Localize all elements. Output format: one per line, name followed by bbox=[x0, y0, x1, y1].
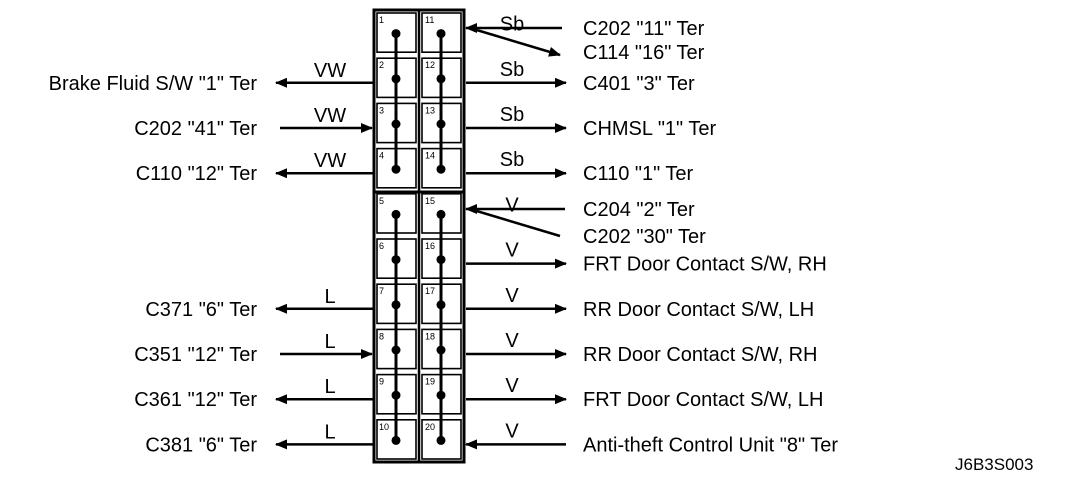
pin-number: 7 bbox=[379, 286, 384, 296]
pin-number: 2 bbox=[379, 60, 384, 70]
connection-label: RR Door Contact S/W, LH bbox=[583, 299, 814, 321]
wire-color-label: Sb bbox=[500, 59, 524, 81]
wire-color-label: V bbox=[505, 330, 519, 352]
pin-number: 9 bbox=[379, 377, 384, 387]
wire-branch bbox=[469, 207, 561, 238]
diagram-code: J6B3S003 bbox=[955, 455, 1033, 474]
pin-number: 16 bbox=[425, 241, 435, 251]
pin-number: 4 bbox=[379, 151, 384, 161]
pin-dot bbox=[436, 119, 446, 129]
pin-dot bbox=[391, 74, 401, 84]
connection-label: C202 "30" Ter bbox=[583, 226, 706, 248]
connection-label: RR Door Contact S/W, RH bbox=[583, 344, 818, 366]
wire-color-label: VW bbox=[314, 60, 346, 82]
pin-dot bbox=[391, 345, 401, 355]
wire-color-label: L bbox=[324, 376, 335, 398]
connection-label: FRT Door Contact S/W, RH bbox=[583, 254, 827, 276]
pin-dot bbox=[436, 74, 446, 84]
wire-color-label: V bbox=[505, 420, 519, 442]
wire-color-label: L bbox=[324, 331, 335, 353]
connection-label: C110 "1" Ter bbox=[583, 163, 694, 185]
wire-color-label: Sb bbox=[500, 149, 524, 171]
pin-number: 3 bbox=[379, 105, 384, 115]
pin-number: 15 bbox=[425, 196, 435, 206]
pin-number: 11 bbox=[425, 15, 434, 25]
pin-number: 12 bbox=[425, 60, 435, 70]
wire-color-label: L bbox=[324, 286, 335, 308]
pin-number: 18 bbox=[425, 331, 435, 341]
pin-dot bbox=[436, 435, 446, 445]
pin-number: 20 bbox=[425, 422, 435, 432]
connection-label: CHMSL "1" Ter bbox=[583, 118, 716, 140]
connection-label: C351 "12" Ter bbox=[134, 344, 257, 366]
wire-color-label: Sb bbox=[500, 104, 524, 126]
connection-label: Brake Fluid S/W "1" Ter bbox=[49, 73, 258, 95]
wire-color-label: VW bbox=[314, 150, 346, 172]
connection-label: C361 "12" Ter bbox=[134, 389, 257, 411]
pin-dot bbox=[436, 255, 446, 265]
pin-dot bbox=[436, 209, 446, 219]
pin-dot bbox=[391, 119, 401, 129]
pin-dot bbox=[436, 300, 446, 310]
pin-number: 5 bbox=[379, 196, 384, 206]
pin-number: 8 bbox=[379, 331, 384, 341]
connector-block bbox=[372, 8, 466, 464]
pin-dot bbox=[391, 209, 401, 219]
connection-label: C381 "6" Ter bbox=[145, 434, 257, 456]
pin-number: 19 bbox=[425, 377, 435, 387]
connection-label: C371 "6" Ter bbox=[145, 299, 257, 321]
pin-dot bbox=[391, 29, 401, 39]
wire-arrow bbox=[469, 26, 561, 57]
pin-number: 14 bbox=[425, 151, 435, 161]
wire-color-label: V bbox=[505, 194, 519, 216]
pin-dot bbox=[391, 390, 401, 400]
pin-dot bbox=[391, 300, 401, 310]
connection-label: C202 "11" Ter bbox=[583, 18, 705, 40]
pin-number: 13 bbox=[425, 105, 435, 115]
connection-label: C202 "41" Ter bbox=[134, 118, 257, 140]
connection-label: C110 "12" Ter bbox=[136, 163, 258, 185]
pin-dot bbox=[391, 435, 401, 445]
wire-color-label: VW bbox=[314, 105, 346, 127]
wire-color-label: Sb bbox=[500, 14, 524, 36]
pin-number: 10 bbox=[379, 422, 389, 432]
connection-label: C114 "16" Ter bbox=[583, 42, 705, 64]
wire-color-label: V bbox=[505, 375, 519, 397]
connection-label: Anti-theft Control Unit "8" Ter bbox=[583, 434, 838, 456]
pin-dot bbox=[436, 390, 446, 400]
pin-number: 6 bbox=[379, 241, 384, 251]
pin-dot bbox=[436, 345, 446, 355]
bus-lines bbox=[394, 33, 443, 440]
wire-color-label: L bbox=[324, 421, 335, 443]
pin-dot bbox=[391, 255, 401, 265]
connection-label: FRT Door Contact S/W, LH bbox=[583, 389, 823, 411]
pin-number: 17 bbox=[425, 286, 435, 296]
pin-dot bbox=[391, 164, 401, 174]
pin-number: 1 bbox=[379, 15, 384, 25]
connection-label: C401 "3" Ter bbox=[583, 73, 695, 95]
pin-dot bbox=[436, 164, 446, 174]
wire-color-label: V bbox=[505, 285, 519, 307]
pin-dot bbox=[436, 29, 446, 39]
connection-label: C204 "2" Ter bbox=[583, 199, 695, 221]
wire-color-label: V bbox=[505, 240, 519, 262]
